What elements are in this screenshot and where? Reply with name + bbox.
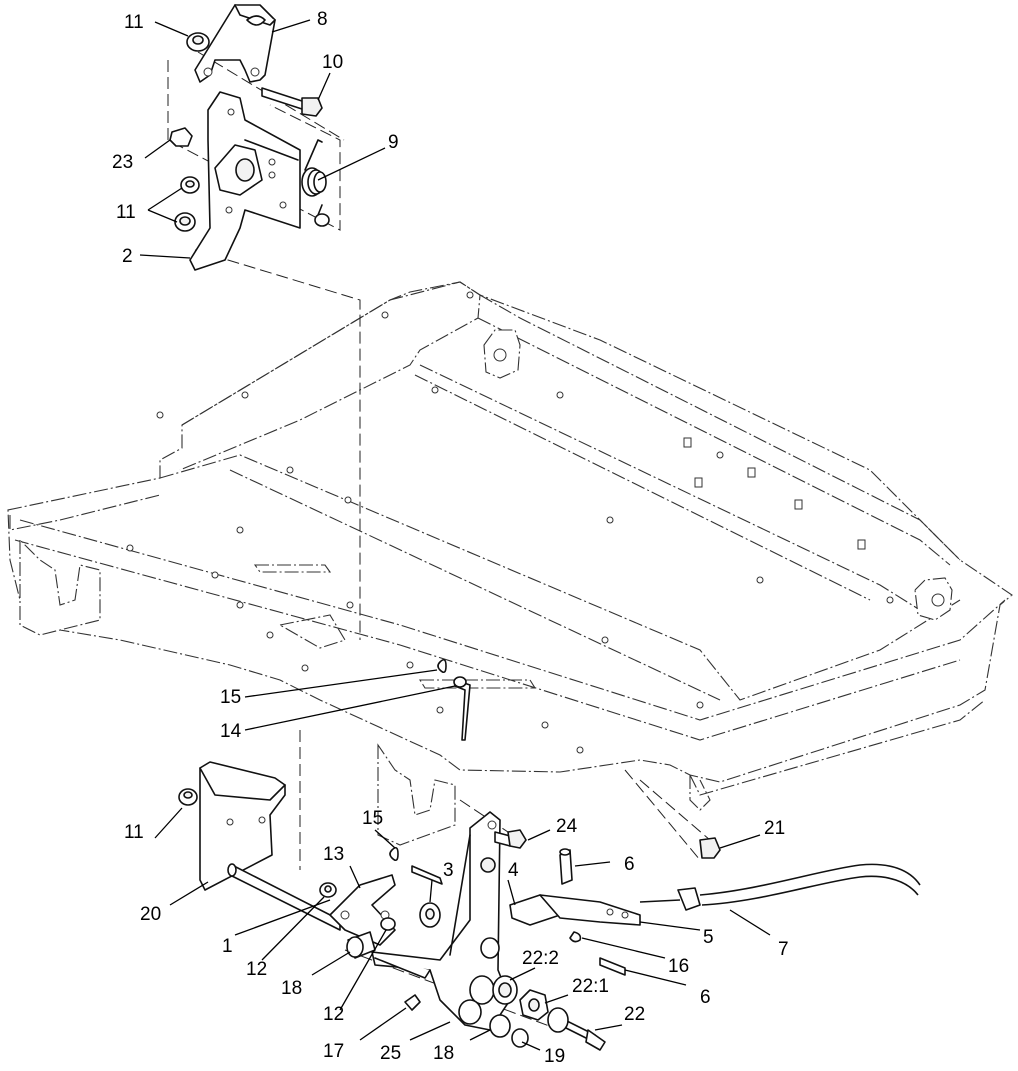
upper-brake-assembly [169,4,330,271]
clip-15-top [437,658,447,674]
callout-18-top: 18 [281,978,302,999]
callout-23: 23 [112,152,133,173]
pedal-25 [371,811,511,1031]
callout-11-top: 11 [124,12,144,33]
pin-6-bot [599,957,626,976]
callout-8: 8 [317,9,328,30]
callout-22-1: 22:1 [572,976,609,997]
callout-14: 14 [220,721,242,742]
callout-22-2: 22:2 [522,948,559,969]
bolt-21 [699,837,721,859]
arm-13 [329,874,396,946]
bolt-10 [261,87,306,111]
clip-15-bot [389,846,399,862]
leader-lines [139,19,771,1051]
callout-12-bot: 12 [323,1004,344,1025]
callout-5: 5 [703,927,714,948]
callout-15-top: 15 [220,687,241,708]
callout-21: 21 [764,818,785,839]
callout-17: 17 [323,1041,344,1062]
link-5 [539,894,641,926]
callout-2: 2 [122,246,133,267]
washer-12-bot [380,917,396,931]
callout-13: 13 [323,844,344,865]
clip-16 [569,931,582,943]
callout-12-top: 12 [246,959,267,980]
callout-25: 25 [380,1043,401,1064]
grease-fitting-17 [404,994,421,1011]
callout-4: 4 [508,860,519,881]
callout-1: 1 [222,936,233,957]
lower-pedal-assembly [178,761,721,1051]
callout-24: 24 [556,816,578,837]
callout-labels: 11 8 10 23 9 11 2 15 14 11 15 13 24 21 3… [112,9,789,1067]
callout-18-bot: 18 [433,1043,454,1064]
callout-6-bot: 6 [700,987,711,1008]
callout-9: 9 [388,132,399,153]
callout-22: 22 [624,1004,645,1025]
bushing-18-bot [489,1014,511,1038]
callout-19: 19 [544,1046,565,1067]
nut-23 [169,127,193,147]
spring-9 [301,139,327,216]
callout-3: 3 [443,860,454,881]
callout-16: 16 [668,956,689,977]
callout-11-mid: 11 [116,202,136,223]
chassis-frame [7,281,1013,846]
clip-and-rod [437,658,471,741]
callout-10: 10 [322,52,343,73]
cable-7 [639,863,921,911]
callout-7: 7 [778,939,789,960]
callout-11-bot: 11 [124,822,144,843]
callout-6-top: 6 [624,854,635,875]
callout-15-bot: 15 [362,808,383,829]
callout-20: 20 [140,904,161,925]
